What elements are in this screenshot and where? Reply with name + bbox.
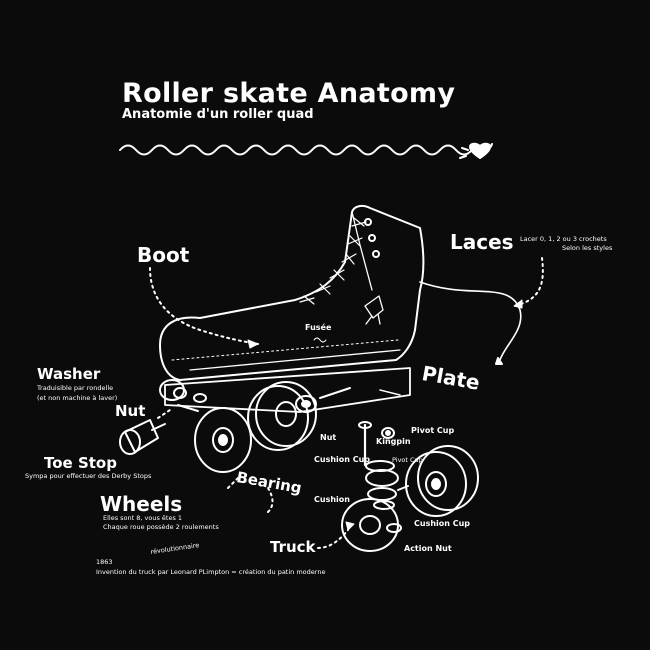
wheels-note-2: Chaque roue possède 2 roulements xyxy=(103,523,219,531)
page-title: Roller skate Anatomy xyxy=(122,78,456,109)
truck-year: 1863 xyxy=(96,558,113,566)
wheels-note-1: Elles sont 8, vous êtes 1 xyxy=(103,514,183,522)
label-boot: Boot xyxy=(137,243,190,267)
label-pivot-cup-small: Pivot Cup xyxy=(392,456,423,464)
label-washer: Washer xyxy=(37,365,101,383)
page-subtitle: Anatomie d'un roller quad xyxy=(122,107,314,122)
toe-stop-note: Sympa pour effectuer des Derby Stops xyxy=(25,472,152,480)
label-truck: Truck xyxy=(270,538,316,556)
label-nut-small: Nut xyxy=(320,433,337,442)
label-cushion-cup-top: Cushion Cup xyxy=(314,455,371,464)
laces-note-2: Selon les styles xyxy=(562,244,613,252)
heart-icon xyxy=(469,142,491,159)
label-pivot-cup: Pivot Cup xyxy=(411,426,455,435)
label-wheels: Wheels xyxy=(100,492,183,516)
label-toe-stop: Toe Stop xyxy=(44,454,117,472)
label-laces: Laces xyxy=(450,230,514,254)
washer-note-1: Traduisible par rondelle xyxy=(37,384,114,392)
label-kingpin: Kingpin xyxy=(376,437,411,446)
label-cushion: Cushion xyxy=(314,495,350,504)
washer-note-2: (et non machine à laver) xyxy=(37,394,118,402)
truck-note: Invention du truck par Leonard PLimpton … xyxy=(96,568,326,576)
label-cushion-cup-bottom: Cushion Cup xyxy=(414,519,471,528)
label-action-nut: Action Nut xyxy=(404,544,452,553)
wave-divider xyxy=(119,143,493,156)
label-nut: Nut xyxy=(115,402,146,420)
label-fusee: Fusée xyxy=(305,323,332,332)
laces-note-1: Lacer 0, 1, 2 ou 3 crochets xyxy=(520,235,607,243)
